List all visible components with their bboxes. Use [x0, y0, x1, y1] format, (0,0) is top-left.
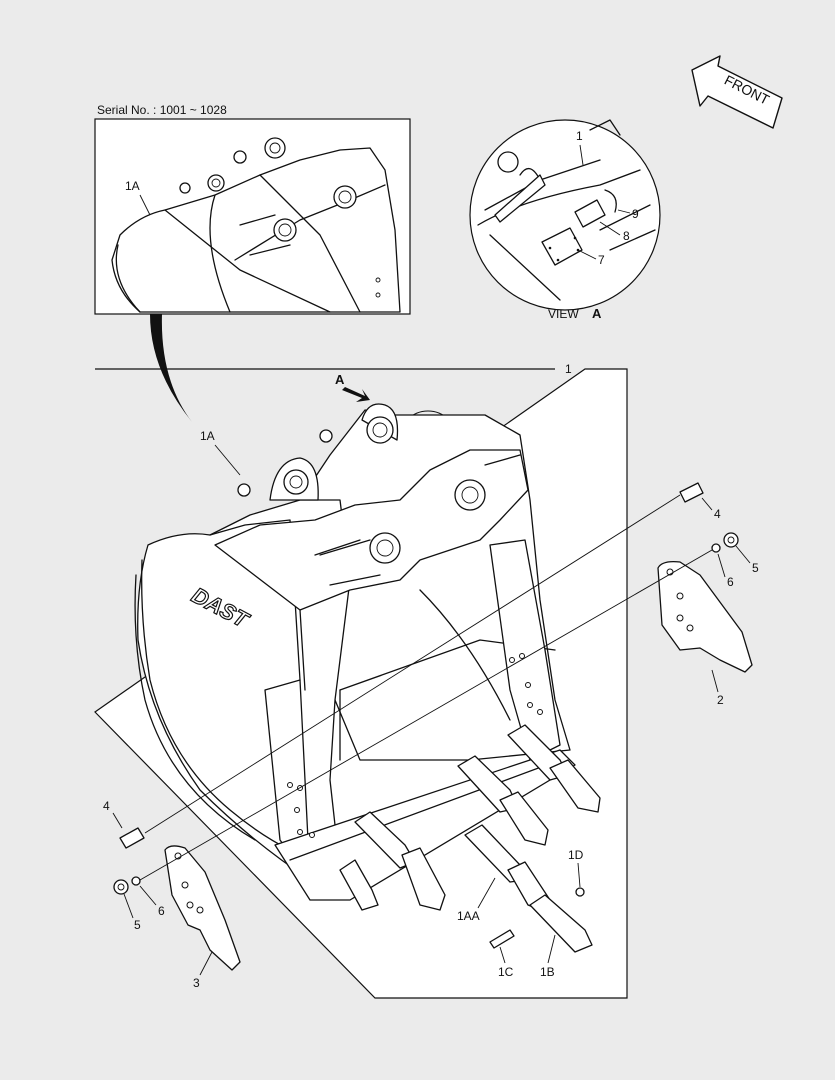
callout-4-left: 4: [103, 799, 110, 813]
washer-left: [131, 876, 141, 886]
callout-6-right: 6: [727, 575, 734, 589]
nut-left: [113, 879, 129, 895]
side-cutter-left: [164, 845, 241, 971]
side-cutter-right: [657, 560, 753, 673]
callout-6-left: 6: [158, 904, 165, 918]
serial-inset: Serial No. : 1001 ~ 1028 1A: [94, 103, 411, 315]
callout-1B: 1B: [540, 965, 555, 979]
callout-5-right: 5: [752, 561, 759, 575]
view-a-caption: VIEW: [548, 307, 579, 321]
callout-3: 3: [193, 976, 200, 990]
callout-4-right: 4: [714, 507, 721, 521]
view-a-letter: A: [592, 306, 602, 321]
bucket-teeth: [339, 724, 601, 913]
washer-right: [711, 543, 721, 553]
callout-1A: 1A: [200, 429, 215, 443]
inset-link-arrow: [150, 314, 192, 422]
tooth-4: [507, 724, 601, 813]
view-a-label-9: 9: [632, 207, 639, 221]
view-a-label-1: 1: [576, 129, 583, 143]
tooth-point-1B: [529, 894, 593, 953]
inset-label-1A: 1A: [125, 179, 140, 193]
bucket-body: DAST: [134, 403, 576, 901]
tooth-5: [339, 859, 379, 911]
serial-number-text: Serial No. : 1001 ~ 1028: [97, 103, 227, 117]
tooth-1: [354, 811, 446, 911]
bolt-alignment-line-2: [139, 549, 713, 881]
bolt-alignment-line-1: [144, 494, 681, 834]
hardware: [113, 482, 739, 895]
callout-2: 2: [717, 693, 724, 707]
view-a-label-8: 8: [623, 229, 630, 243]
nut-right: [723, 532, 739, 548]
callout-1C: 1C: [498, 965, 514, 979]
lock-1D: [575, 887, 585, 897]
pin-1C: [489, 929, 515, 949]
view-a-marker-arrow: [342, 387, 370, 402]
callout-5-left: 5: [134, 918, 141, 932]
bolt-right: [679, 482, 704, 503]
assembly-label-1: 1: [565, 362, 572, 376]
callout-1AA: 1AA: [457, 909, 480, 923]
view-a-label-7: 7: [598, 253, 605, 267]
front-arrow-icon: FRONT: [691, 55, 783, 129]
tooth-kit: [489, 887, 593, 953]
view-a-detail: 1 9 8 7 VIEW A: [469, 119, 661, 321]
tooth-3: [457, 755, 549, 846]
bolt-left: [119, 827, 145, 849]
view-a-marker: A: [335, 372, 345, 387]
callout-1D: 1D: [568, 848, 584, 862]
